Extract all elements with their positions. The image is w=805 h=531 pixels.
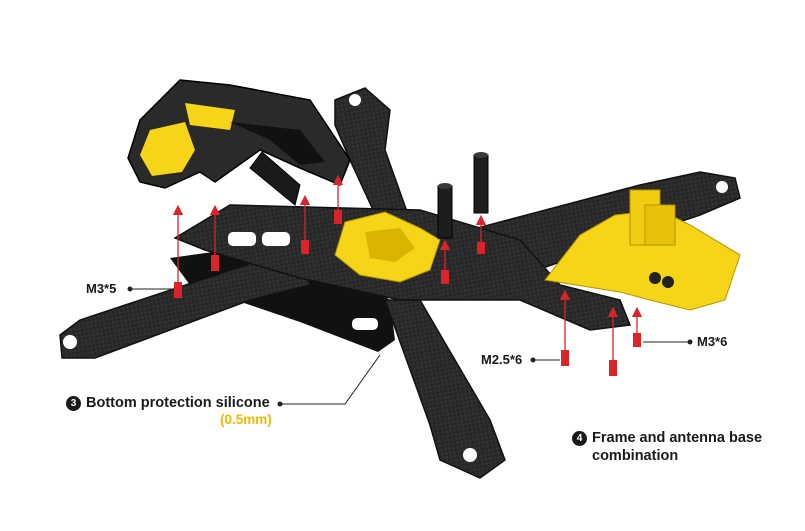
bottom-silicone-callout: 3 Bottom protection silicone <box>66 395 270 411</box>
screw-label-m3x5: M3*5 <box>86 281 117 296</box>
screw-label-m3x6: M3*6 <box>697 334 728 349</box>
frame-antenna-title-line1: Frame and antenna base <box>592 430 763 446</box>
standoff-icon <box>473 152 489 214</box>
screw-icon <box>334 210 342 224</box>
frame-antenna-title-line2: combination <box>592 448 679 464</box>
camera-cage <box>127 79 351 206</box>
step-number-3: 3 <box>66 396 81 411</box>
leader-lines <box>127 286 693 407</box>
standoff-icon <box>437 183 453 239</box>
bottom-silicone-title: Bottom protection silicone <box>86 395 270 411</box>
frame-antenna-callout: 4 Frame and antenna base <box>572 430 762 446</box>
screw-icon <box>441 270 449 284</box>
screw-icon <box>477 242 485 254</box>
silicone-thickness: (0.5mm) <box>220 412 272 427</box>
antenna-base <box>544 189 741 311</box>
center-tpu-mount <box>334 211 441 283</box>
screw-icon <box>609 360 617 376</box>
screw-icon <box>174 282 182 298</box>
screw-icon <box>561 350 569 366</box>
screws <box>172 174 643 376</box>
step-number-4: 4 <box>572 431 587 446</box>
screw-icon <box>633 333 641 347</box>
screw-icon <box>211 255 219 271</box>
screw-icon <box>301 240 309 254</box>
screw-label-m25x6: M2.5*6 <box>481 352 523 367</box>
